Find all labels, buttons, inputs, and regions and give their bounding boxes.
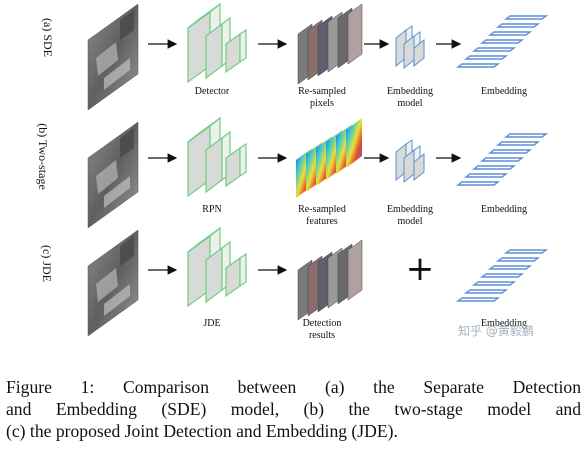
- label-line: results: [308, 330, 336, 341]
- input-frame-jde: [87, 229, 139, 337]
- caption-line: Figure 1: Comparison between (a) the Sep…: [6, 377, 581, 397]
- resampled-pixels-crops: [297, 3, 363, 85]
- label-line: pixels: [310, 98, 334, 109]
- row-two-stage: [87, 116, 549, 229]
- input-frame-two-stage: [87, 121, 139, 229]
- label-embedding: Embedding: [480, 86, 528, 97]
- input-frame-sde: [87, 3, 139, 111]
- label-line: Embedding: [386, 86, 434, 97]
- network-icon-jde: [187, 226, 247, 308]
- embedding-vectors: [455, 15, 549, 68]
- label-embedding-model: Embedding model: [380, 204, 440, 228]
- row-label-two-stage: (b) Two-stage: [35, 123, 50, 190]
- label-jde: JDE: [203, 318, 221, 329]
- label-detection-results: Detection results: [290, 318, 354, 342]
- embedding-model-icon: [395, 25, 425, 70]
- caption-line: (c) the proposed Joint Detection and Emb…: [6, 421, 398, 441]
- figure-diagram: [87, 2, 549, 337]
- network-icon-detector: [187, 2, 247, 84]
- detection-results-crops: [297, 239, 363, 321]
- figure-caption: Figure 1: Comparison between (a) the Sep…: [6, 376, 581, 442]
- plus-sign: +: [405, 249, 435, 289]
- label-detector: Detector: [194, 86, 230, 97]
- label-line: Embedding: [386, 204, 434, 215]
- label-rpn: RPN: [202, 204, 222, 215]
- resampled-features-heatmaps: [296, 118, 362, 198]
- label-line: model: [397, 98, 423, 109]
- watermark: 知乎 @黄毅鹏: [458, 324, 534, 338]
- label-line: Re-sampled: [298, 86, 346, 97]
- label-line: Re-sampled: [298, 204, 346, 215]
- row-label-jde: (c) JDE: [39, 245, 54, 282]
- caption-line: and Embedding (SDE) model, (b) the two-s…: [6, 399, 581, 419]
- label-line: features: [306, 216, 338, 227]
- label-embedding: Embedding: [480, 204, 528, 215]
- label-embedding-model: Embedding model: [380, 86, 440, 110]
- embedding-vectors: [455, 133, 549, 186]
- label-line: model: [397, 216, 423, 227]
- network-icon-rpn: [187, 116, 247, 198]
- label-line: Detection: [302, 318, 342, 329]
- label-resampled-features: Re-sampled features: [290, 204, 354, 228]
- embedding-model-icon: [395, 139, 425, 184]
- embedding-vectors: [455, 249, 549, 302]
- row-sde: [87, 2, 549, 111]
- row-jde: [87, 226, 549, 337]
- label-resampled-pixels: Re-sampled pixels: [290, 86, 354, 110]
- label-embedding: Embedding: [480, 318, 528, 329]
- row-label-sde: (a) SDE: [41, 18, 55, 57]
